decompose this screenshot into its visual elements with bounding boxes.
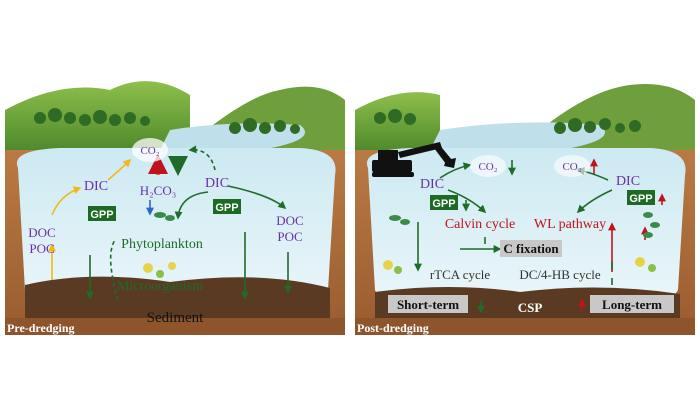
right-gpp-right-label: GPP [629,193,652,205]
left-dic-label: DIC [84,179,108,194]
right-co2-left-label: CO₂ [478,161,497,173]
calvin-cycle-label: Calvin cycle [445,217,515,232]
right-gpp-left-label: GPP [432,198,455,210]
dc4hb-cycle-label: DC/4-HB cycle [519,267,600,282]
left-bottom-band [5,318,345,335]
wl-pathway-label: WL pathway [534,217,606,232]
left-gpp-box [88,206,116,221]
left-labels: CO₂ H₂CO₃ DIC DIC GPP GPP DOC POC DOC PO… [7,138,304,335]
post-dredging-label: Post-dredging [357,321,429,335]
left-trees [34,108,300,134]
pre-dredging-label: Pre-dredging [7,321,75,335]
left-doc-label: DOC [28,225,55,240]
left-dic-right-label: DIC [205,176,229,191]
left-arrows [48,145,292,301]
left-poc-right-label: POC [277,229,302,244]
right-water [366,148,686,305]
left-water [16,148,336,305]
left-co2-label: CO₂ [140,145,159,157]
left-h2co3-label: H₂CO₃ [140,183,177,198]
c-fixation-label: C fixation [503,241,559,256]
rtca-cycle-label: rTCA cycle [430,267,491,282]
left-poc-label: POC [29,241,54,256]
right-bottom-band [355,318,695,335]
c-fixation-box [500,240,562,257]
long-term-box [590,295,674,313]
excavator-icon [372,142,456,177]
right-trees [374,109,641,134]
short-term-box [388,295,468,313]
left-sediment [25,276,330,325]
right-dic-right-label: DIC [616,174,640,189]
microorganism-label: Microorganism [117,279,203,294]
csp-label: CSP [518,300,543,315]
long-term-label: Long-term [602,297,662,312]
left-organisms [143,212,176,278]
phytoplankton-label: Phytoplankton [121,237,203,252]
left-gpp-right-label: GPP [215,202,238,214]
short-term-label: Short-term [397,297,459,312]
left-doc-right-label: DOC [276,213,303,228]
sediment-label: Sediment [147,310,204,326]
right-co2-right-label: CO₂ [562,161,581,173]
right-labels: CO₂ CO₂ DIC DIC GPP GPP Calvin cycle WL … [357,155,674,335]
left-gpp-label: GPP [90,209,113,221]
right-organisms [383,212,660,274]
right-gpp-left-box [430,195,458,210]
right-gpp-right-box [627,190,655,205]
right-dic-left-label: DIC [420,177,444,192]
left-gpp-right-box [213,199,241,214]
